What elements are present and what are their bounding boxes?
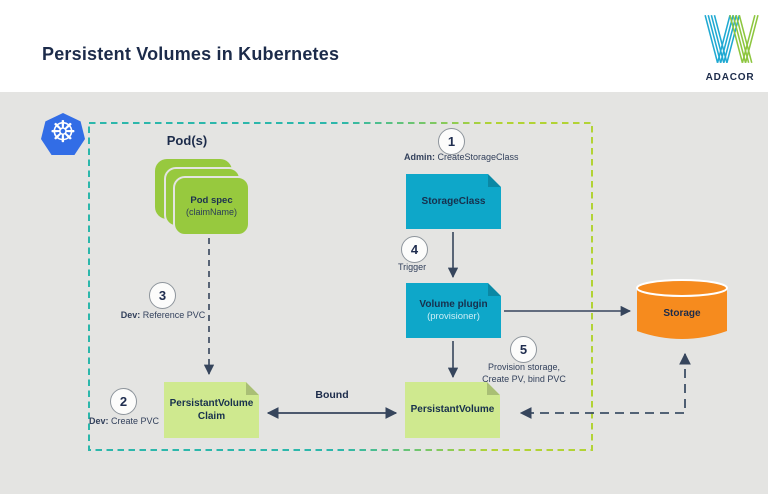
step-label-4: Trigger: [398, 262, 468, 274]
cluster-dashed-border: [88, 122, 593, 451]
storageclass-node: StorageClass: [406, 174, 501, 229]
bound-label: Bound: [315, 389, 349, 401]
volume-plugin-title: Volume plugin: [419, 298, 488, 310]
pods-group-label: Pod(s): [166, 133, 208, 148]
pod-card-front: Pod spec (claimName): [173, 176, 250, 236]
step-circle-4: 4: [401, 236, 428, 263]
pvc-title-line2: Claim: [197, 411, 226, 422]
step-label-2: Dev: Create PVC: [64, 416, 184, 428]
storage-title: Storage: [663, 308, 701, 319]
step-number-1: 1: [447, 134, 456, 149]
persistent-volume-node: PersistantVolume: [405, 382, 500, 438]
persistent-volume-claim-node: PersistantVolume Claim: [164, 382, 259, 438]
pod-spec-title: Pod spec: [190, 195, 233, 206]
step-label-3-action: Reference PVC: [140, 310, 206, 320]
page-title: Persistent Volumes in Kubernetes: [42, 44, 340, 64]
step-label-1-role: Admin:: [404, 152, 435, 162]
step-label-5-line2: Create PV, bind PVC: [482, 373, 566, 384]
step-label-1: Admin: CreateStorageClass: [404, 152, 564, 164]
adacor-logo-text: ADACOR: [705, 72, 755, 83]
step-label-2-role: Dev:: [88, 416, 109, 426]
step-label-5-line1: Provision storage,: [487, 362, 561, 372]
adacor-logo-icon: [704, 14, 759, 64]
step-label-3: Dev: Reference PVC: [103, 310, 223, 322]
step-number-4: 4: [410, 242, 419, 257]
storage-cylinder-icon: [636, 279, 728, 339]
page-header: Persistent Volumes in Kubernetes ADACOR: [0, 0, 768, 92]
connectors-layer: [88, 122, 691, 451]
arrow-storage-to-pv-dashed: [519, 352, 691, 419]
step-number-2: 2: [119, 394, 128, 409]
step-number-5: 5: [519, 342, 528, 357]
kubernetes-helm-glyph: ☸: [49, 115, 77, 150]
volume-plugin-node: Volume plugin (provisioner): [406, 283, 501, 338]
pod-stack: Pod spec (claimName): [155, 159, 251, 237]
pv-title: PersistantVolume: [410, 404, 495, 416]
step-number-3: 3: [158, 288, 167, 303]
step-label-2-action: Create PVC: [108, 416, 160, 426]
storageclass-title: StorageClass: [421, 195, 486, 207]
step-label-3-role: Dev:: [120, 310, 141, 320]
kubernetes-icon: ☸: [41, 113, 85, 155]
pod-spec-subtitle: (claimName): [185, 207, 237, 217]
diagram-canvas: ☸ Pod(s) Pod spec (claimName) StorageCla…: [0, 92, 768, 494]
step-label-1-action: CreateStorageClass: [435, 152, 519, 162]
volume-plugin-subtitle: (provisioner): [427, 311, 480, 323]
step-label-4-action: Trigger: [398, 262, 427, 272]
step-circle-5: 5: [510, 336, 537, 363]
adacor-logo: ADACOR: [699, 13, 761, 83]
step-circle-1: 1: [438, 128, 465, 155]
pvc-title-line1: PersistantVolume: [169, 397, 254, 409]
step-label-5: Provision storage, Create PV, bind PVC: [464, 362, 584, 385]
step-circle-2: 2: [110, 388, 137, 415]
step-circle-3: 3: [149, 282, 176, 309]
